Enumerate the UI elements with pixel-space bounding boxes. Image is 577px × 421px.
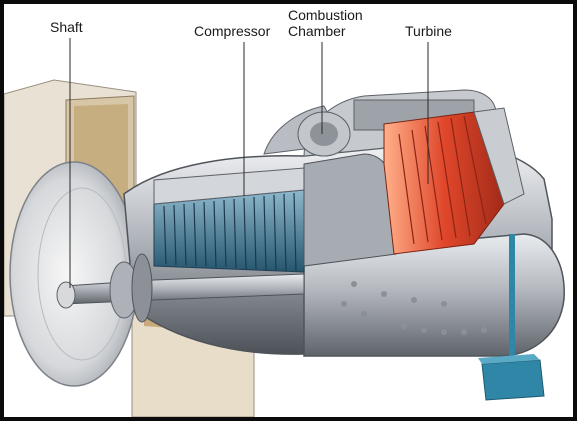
combustion-chamber-label: Combustion Chamber: [288, 7, 363, 39]
combustion-label-line2: Chamber: [288, 23, 363, 39]
diagram-frame: Shaft Compressor Combustion Chamber Turb…: [4, 4, 573, 417]
turbine-label: Turbine: [405, 24, 452, 39]
gas-turbine-illustration: [4, 4, 573, 417]
compressor-section: [154, 168, 304, 272]
combustion-label-line1: Combustion: [288, 7, 363, 23]
shaft-label: Shaft: [50, 20, 83, 35]
compressor-label: Compressor: [194, 24, 270, 39]
